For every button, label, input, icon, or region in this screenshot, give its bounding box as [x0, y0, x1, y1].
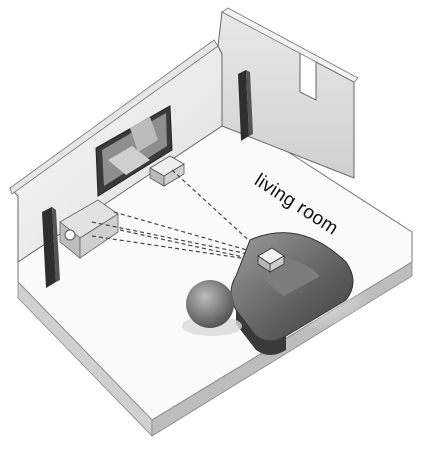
room-illustration [0, 0, 421, 461]
living-room-diagram: living room [0, 0, 421, 461]
